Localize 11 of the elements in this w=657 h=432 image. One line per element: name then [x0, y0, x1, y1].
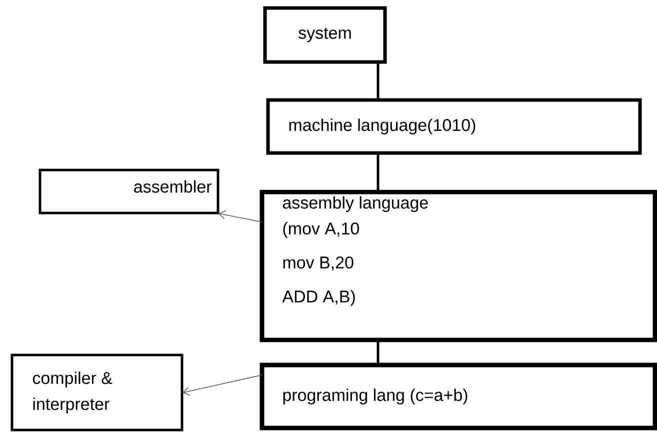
label-box: programing lang (c=a+b) — [260, 362, 657, 430]
arrow — [182, 374, 262, 396]
connector-line — [376, 62, 380, 100]
arrow — [218, 210, 262, 222]
label-box: system — [263, 6, 387, 64]
code-box: assembly language (mov A,10 mov B,20 ADD A,B) — [260, 190, 657, 342]
label-box: compiler & interpreter — [10, 354, 184, 432]
connector-line — [376, 153, 380, 192]
connector-line — [376, 340, 380, 365]
label-box: assembler — [38, 168, 220, 214]
label-box: machine language(1010) — [266, 98, 642, 155]
